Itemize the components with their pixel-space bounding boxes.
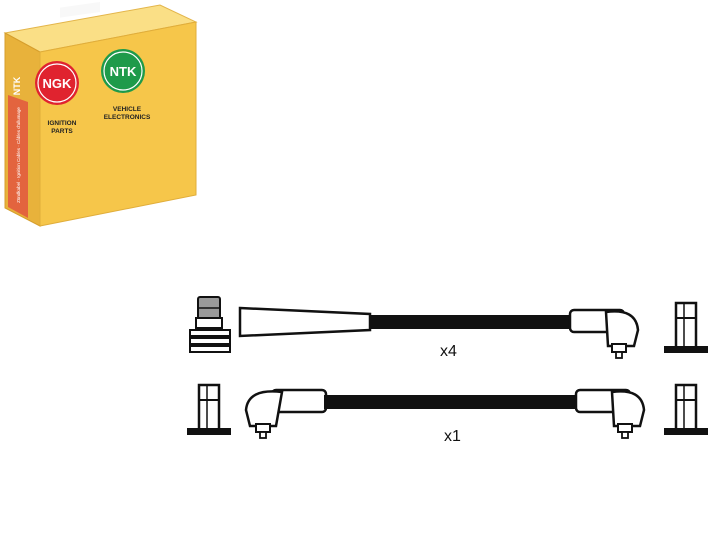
ntk-caption-line2: ELECTRONICS	[104, 114, 151, 121]
straight-boot	[238, 306, 372, 338]
coil-connector-left	[187, 383, 231, 435]
cable-set-bottom	[187, 383, 708, 439]
spark-plug-terminal	[189, 296, 231, 353]
ntk-caption-line1: VEHICLE	[113, 106, 142, 113]
ntk-logo-ring	[103, 51, 143, 91]
cable-lead	[370, 315, 572, 329]
box-front-face	[39, 21, 197, 227]
cable-lead	[324, 395, 578, 409]
box-side-mark: NTK	[12, 76, 22, 95]
coil-connector-right	[664, 301, 708, 353]
box-side-stripe	[8, 95, 28, 218]
ntk-logo-circle	[101, 49, 145, 93]
box-side-text: Zündkabel · Ignition Cables · Câbles d'a…	[16, 107, 21, 203]
ngk-logo-text: NGK	[43, 76, 73, 91]
angled-boot-left	[244, 388, 328, 439]
ngk-logo: NGK	[35, 61, 79, 105]
cable-set-top	[189, 296, 708, 359]
ngk-caption-line2: PARTS	[51, 128, 73, 135]
ntk-logo: NTK	[101, 49, 145, 93]
ngk-logo-circle	[35, 61, 79, 105]
quantity-label-top: x4	[440, 343, 457, 360]
angled-boot-right	[574, 388, 646, 439]
coil-connector-right	[664, 383, 708, 435]
angled-boot-right	[568, 308, 640, 359]
ngk-logo-ring	[37, 63, 77, 103]
ntk-logo-text: NTK	[110, 64, 137, 79]
ngk-product-box: NGK NTK IGNITION PARTS VEHICLE ELECTRONI…	[3, 1, 198, 227]
terminal-collar	[195, 317, 223, 329]
terminal-spring	[189, 329, 231, 353]
box-top-label	[60, 1, 100, 18]
ngk-caption-line1: IGNITION	[48, 120, 77, 127]
quantity-label-bottom: x1	[444, 428, 461, 445]
